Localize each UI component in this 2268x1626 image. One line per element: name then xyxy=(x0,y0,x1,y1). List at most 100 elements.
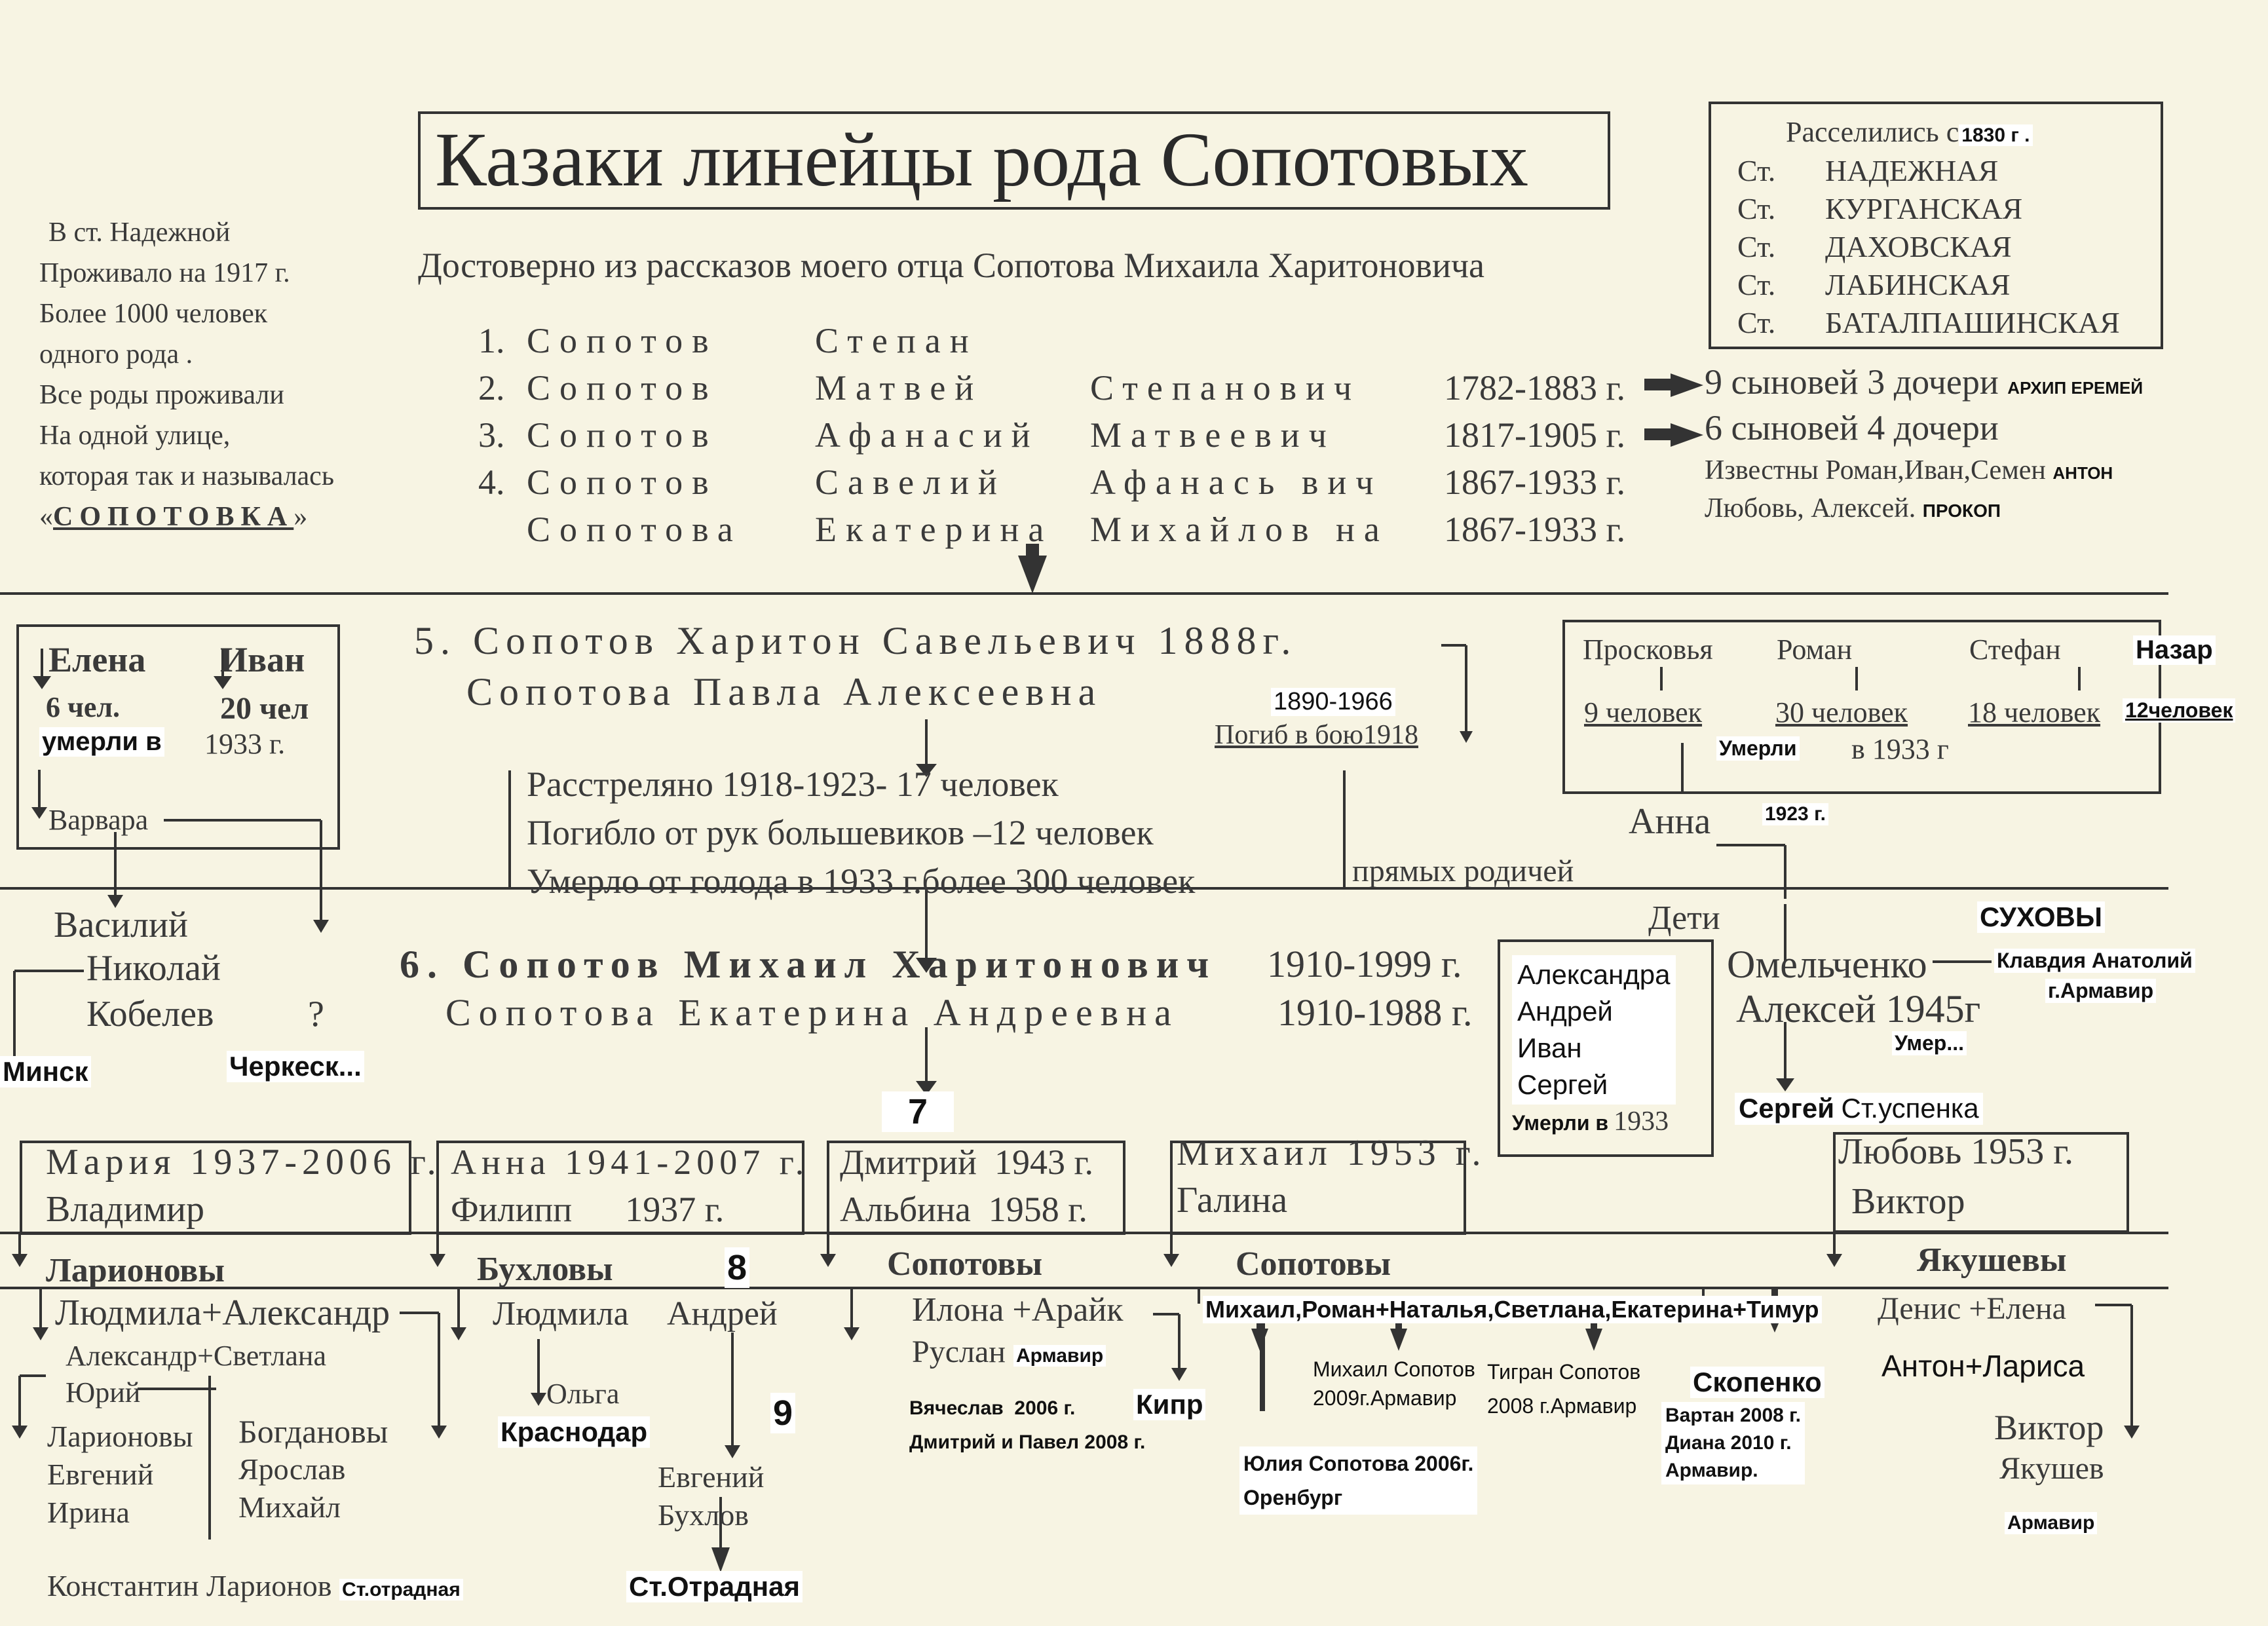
gen7-line2: Альбина 1958 г. xyxy=(840,1190,1087,1229)
gen-surname: Сопотов xyxy=(527,321,718,360)
children-label: Дети xyxy=(1648,899,1720,937)
matvey-children-text: 9 сыновей 3 дочери xyxy=(1705,362,1999,402)
stanitsa-name: КУРГАНСКАЯ xyxy=(1825,192,2023,225)
gen7-line1: Анна 1941-2007 г. xyxy=(451,1143,810,1182)
died-child: Андрей xyxy=(1517,996,1613,1027)
larionovy-yuriy: Юрий xyxy=(66,1376,141,1409)
gen7-mikhail: Михаил 1953 г.Галина xyxy=(1177,1129,1486,1224)
gen7-line1: Любовь 1953 г. xyxy=(1838,1131,2073,1172)
gen5-died: Погиб в бою1918 xyxy=(1215,720,1418,750)
losses: Расстреляно 1918-1923- 17 человек Погибл… xyxy=(527,760,1195,905)
anton-larisa: Антон+Лариса xyxy=(1881,1349,2085,1383)
left-note-line: которая так и называлась xyxy=(39,461,334,491)
unknown-mark: ? xyxy=(308,994,324,1034)
subtitle: Достоверно из рассказов моего отца Сопот… xyxy=(418,246,1484,285)
larionovy-l2: Александр+Светлана xyxy=(66,1340,326,1372)
stanitsa-name: ДАХОВСКАЯ xyxy=(1825,230,2012,263)
yulia: Юлия Сопотова 2006г.Оренбург xyxy=(1239,1446,1478,1515)
gen-name: Степан xyxy=(815,321,978,360)
left-note-line: Проживало на 1917 г. xyxy=(39,258,290,288)
left-note-line: В ст. Надежной xyxy=(48,217,231,248)
known2-extra: ПРОКОП xyxy=(1922,501,2001,521)
nikolay: Николай xyxy=(86,948,221,989)
gen7-anna: Анна 1941-2007 г. Филипп 1937 г. xyxy=(451,1139,809,1233)
omelchenko: Омельченко xyxy=(1727,943,1927,986)
gen5-husband: 5. Сопотов Харитон Савельевич 1888г. xyxy=(414,619,1298,662)
larionovy-col2-item: Богдановы xyxy=(238,1413,388,1450)
gen-patronymic: Михайлов на xyxy=(1090,510,1389,549)
larionovy-col1: Ларионовы Евгений Ирина xyxy=(47,1418,193,1532)
aleksey-died: Умер... xyxy=(1892,1031,1967,1055)
left-note-line: Более 1000 человек xyxy=(39,299,268,329)
gen-name: Савелий xyxy=(815,463,1006,502)
gen-years: 1817-1905 г. xyxy=(1444,415,1626,455)
died-child: Сергей xyxy=(1517,1069,1608,1100)
left-note-line: одного рода . xyxy=(39,339,193,369)
kobelev: Кобелев xyxy=(86,994,214,1034)
stanitsa-name: НАДЕЖНАЯ xyxy=(1825,154,1999,187)
losses-relatives: прямых родичей xyxy=(1352,854,1574,888)
sopotovy1-kids: Вячеслав 2006 г.Дмитрий и Павел 2008 г. xyxy=(909,1391,1145,1460)
minsk: Минск xyxy=(0,1056,91,1087)
left-note: В ст. Надежной Проживало на 1917 г. Боле… xyxy=(39,212,334,537)
gen-years: 1867-1933 г. xyxy=(1444,463,1626,502)
stanitsa-item: Ст.ЛАБИНСКАЯ xyxy=(1737,266,2120,304)
vyacheslav: Вячеслав 2006 г. xyxy=(909,1397,1076,1419)
yakushev: Якушев xyxy=(1999,1451,2104,1486)
elena-count-text: 6 чел. xyxy=(46,691,121,723)
street-name: «СОПОТОВКА» xyxy=(39,497,334,537)
settled-year: 1830 г . xyxy=(1959,124,2033,146)
right-box-died-year: в 1933 г xyxy=(1851,733,1949,765)
buhlovy-evgeniy-name: Евгений xyxy=(658,1460,765,1494)
klavdiya-anatoliy: Клавдия Анатолий xyxy=(1994,949,2195,973)
ilona-arayk: Илона +Арайк xyxy=(912,1291,1124,1329)
gen-surname: Сопотов xyxy=(527,368,718,407)
gen5-wife: Сопотова Павла Алексеевна xyxy=(466,670,1103,713)
street-label: СОПОТОВКА xyxy=(53,502,294,532)
stanitsa-item: Ст.КУРГАНСКАЯ xyxy=(1737,190,2120,228)
ruslan-place: Армавир xyxy=(1013,1345,1106,1367)
page-title: Казаки линейцы рода Сопотовых xyxy=(435,117,1528,202)
sergey-name: Сергей xyxy=(1739,1093,1835,1124)
stanitsa-item: Ст.БАТАЛПАШИНСКАЯ xyxy=(1737,304,2120,342)
skopenko: Скопенко xyxy=(1690,1367,1824,1398)
suhovy: СУХОВЫ xyxy=(1977,901,2105,933)
gen-num: 3. xyxy=(478,415,505,455)
ivan-count-text: 20 чел xyxy=(220,691,309,726)
family-larionovy: Ларионовы xyxy=(46,1252,225,1289)
settled-heading-text: Расселились с xyxy=(1786,116,1959,148)
tigran-year: 2008 г.Армавир xyxy=(1487,1394,1637,1418)
yulia-place: Оренбург xyxy=(1243,1486,1343,1509)
roman-count: 30 человек xyxy=(1775,696,1908,728)
known-names: Известны Роман,Иван,Семен АНТОН xyxy=(1705,455,2113,486)
stanitsa-item: Ст.НАДЕЖНАЯ xyxy=(1737,152,2120,190)
gen7-maria: Мария 1937-2006 г.Владимир xyxy=(46,1139,442,1233)
gen-patronymic: Афанась вич xyxy=(1090,463,1383,502)
gen-name: Екатерина xyxy=(815,510,1053,549)
stanitsa-prefix: Ст. xyxy=(1737,268,1776,301)
gen6-wife-years: 1910-1988 г. xyxy=(1277,991,1473,1034)
mikhail-sopotov-year: 2009г.Армавир xyxy=(1313,1386,1457,1410)
nazar-count: 12человек xyxy=(2123,698,2236,723)
buhlovy-andrey: Андрей xyxy=(667,1295,778,1333)
larionovy-col1-item: Ларионовы xyxy=(47,1420,193,1453)
stanitsa-name: БАТАЛПАШИНСКАЯ xyxy=(1825,306,2120,339)
ivan-died-year: 1933 г. xyxy=(204,728,286,760)
gen7-line2: Владимир xyxy=(46,1189,205,1230)
gen-name: Афанасий xyxy=(815,415,1040,455)
died-children-year: 1933 xyxy=(1614,1106,1669,1137)
buhlovy-evgeniy-surname: Бухлов xyxy=(658,1498,749,1532)
vasiliy: Василий xyxy=(54,905,188,945)
stanitsa-list: Ст.НАДЕЖНАЯ Ст.КУРГАНСКАЯ Ст. ДАХОВСКАЯ С… xyxy=(1737,152,2120,342)
gen-num: 4. xyxy=(478,463,505,502)
gen7-lyubov: Любовь 1953 г.Виктор xyxy=(1838,1127,2073,1226)
larionovy-col2-item: Ярослав xyxy=(238,1452,346,1486)
elena-count: 6 чел. xyxy=(46,690,120,724)
varvara: Варвара xyxy=(48,804,149,836)
gen5-wife-years: 1890-1966 xyxy=(1271,688,1395,716)
gen7-line2: Филипп 1937 г. xyxy=(451,1190,725,1229)
